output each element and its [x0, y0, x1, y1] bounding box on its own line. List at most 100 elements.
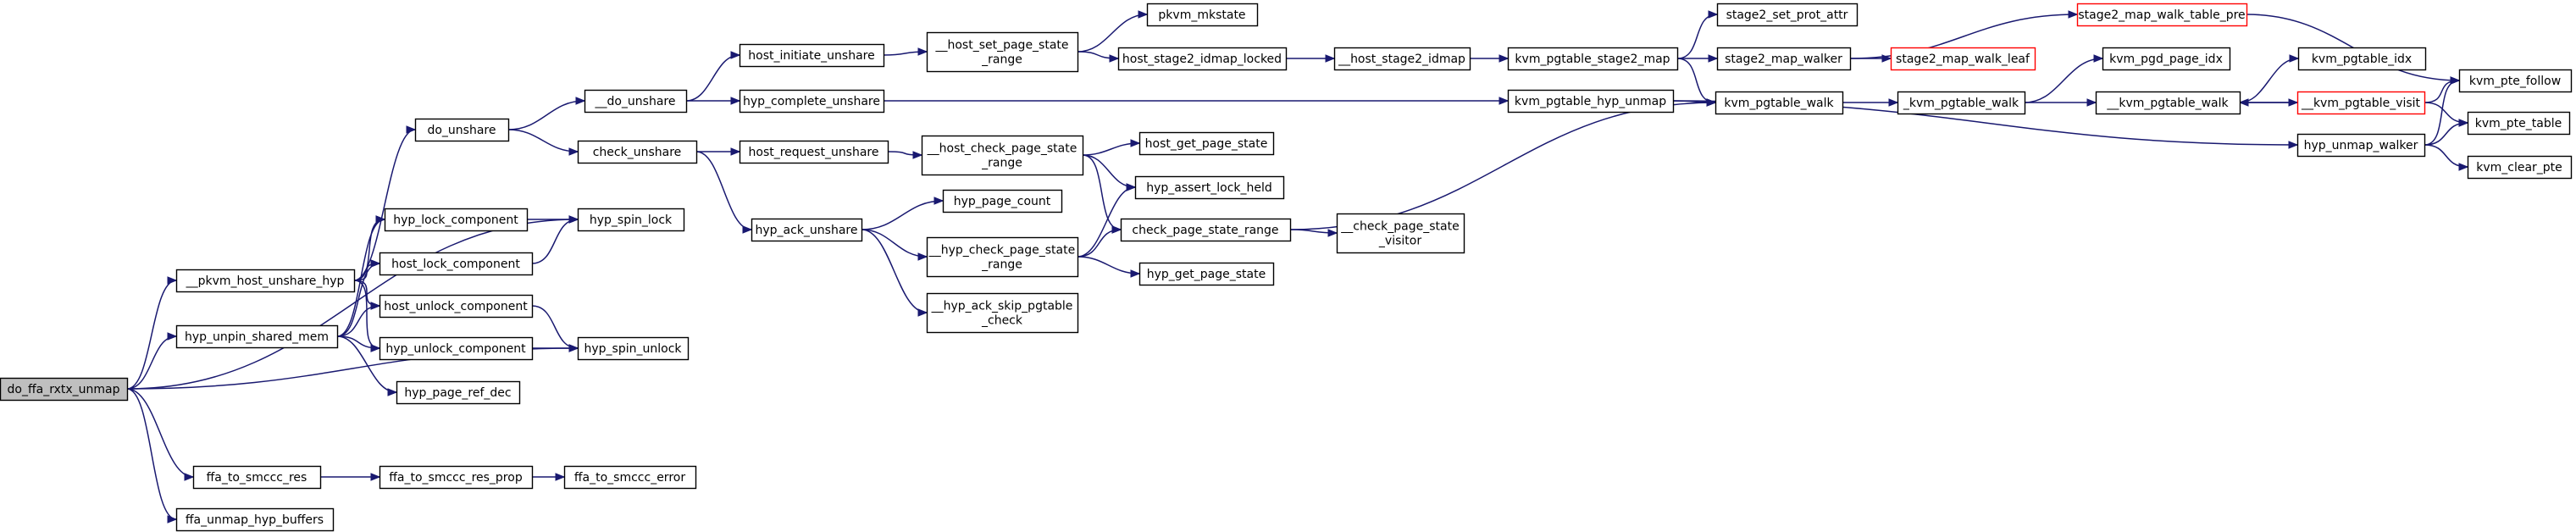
- node-label: host_stage2_idmap_locked: [1122, 53, 1282, 66]
- node-hyp-unpin-shared-mem[interactable]: hyp_unpin_shared_mem: [175, 324, 339, 349]
- edge-host-stage2-idmap-locked-to-host-stage2-idmap: [1286, 54, 1336, 63]
- edge-ffa-to-smccc-res-prop-to-ffa-to-smccc-error: [531, 473, 566, 481]
- node-check-page-state-range[interactable]: check_page_state_range: [1120, 218, 1292, 242]
- edge-line: [2424, 144, 2468, 168]
- node-hyp-unmap-walker[interactable]: hyp_unmap_walker: [2296, 133, 2426, 158]
- arrowhead: [1130, 269, 1141, 278]
- node-pkvm-host-unshare-hyp[interactable]: __pkvm_host_unshare_hyp: [175, 269, 356, 293]
- node-label: host_unlock_component: [384, 300, 528, 313]
- node-hyp-lock-component[interactable]: hyp_lock_component: [384, 208, 529, 232]
- arrowhead: [167, 332, 178, 341]
- node-box: [1333, 47, 1471, 71]
- node-box: [2102, 47, 2231, 71]
- node-label: hyp_spin_lock: [590, 213, 673, 227]
- node-box: [175, 507, 335, 532]
- node-hyp-ack-skip-pgtable-check[interactable]: __hyp_ack_skip_pgtable_check: [926, 292, 1079, 334]
- node-kvm-pgtable-hyp-unmap[interactable]: kvm_pgtable_hyp_unmap: [1507, 89, 1675, 114]
- node-hyp-unlock-component[interactable]: hyp_unlock_component: [379, 336, 534, 361]
- node-hyp-ack-unshare[interactable]: hyp_ack_unshare: [751, 218, 863, 242]
- node-kvm-pgtable-walk[interactable]: _kvm_pgtable_walk: [1897, 91, 2026, 115]
- node-box: [1138, 131, 1275, 156]
- edge-do-ffa-rxtx-unmap-to-ffa-to-smccc-res: [126, 388, 195, 481]
- node-kvm-pte-follow[interactable]: kvm_pte_follow: [2458, 69, 2573, 93]
- node-do-unshare[interactable]: __do_unshare: [584, 89, 688, 114]
- node-kvm-pgtable-visit[interactable]: __kvm_pgtable_visit: [2296, 91, 2426, 115]
- node-ffa-to-smccc-res[interactable]: ffa_to_smccc_res: [192, 465, 322, 490]
- node-kvm-pgtable-stage2-map[interactable]: kvm_pgtable_stage2_map: [1507, 47, 1679, 71]
- node-host-initiate-unshare[interactable]: host_initiate_unshare: [739, 43, 885, 68]
- arrowhead: [730, 97, 741, 105]
- edge-host-set-page-state-range-to-pkvm-mkstate: [1077, 10, 1149, 53]
- node-ffa-unmap-hyp-buffers[interactable]: ffa_unmap_hyp_buffers: [175, 507, 335, 532]
- node-host-stage2-idmap[interactable]: __host_stage2_idmap: [1333, 47, 1471, 71]
- node-do-ffa-rxtx-unmap[interactable]: do_ffa_rxtx_unmap: [0, 377, 129, 402]
- node-host-lock-component[interactable]: host_lock_component: [379, 252, 534, 276]
- node-kvm-pgtable-walk[interactable]: __kvm_pgtable_walk: [2095, 91, 2241, 115]
- node-host-unlock-component[interactable]: host_unlock_component: [379, 294, 534, 319]
- node-host-request-unshare[interactable]: host_request_unshare: [739, 140, 889, 164]
- node-hyp-spin-lock[interactable]: hyp_spin_lock: [577, 208, 685, 232]
- edge-line: [861, 229, 928, 313]
- node-stage2-set-prot-attr[interactable]: stage2_set_prot_attr: [1716, 3, 1859, 27]
- node-hyp-page-ref-dec[interactable]: hyp_page_ref_dec: [396, 380, 521, 405]
- node-host-check-page-state-range[interactable]: __host_check_page_state_range: [921, 135, 1084, 176]
- node-label: __host_set_page_state: [934, 39, 1068, 53]
- edge-hyp-ack-unshare-to-hyp-check-page-state-range: [861, 229, 928, 261]
- node-box: [1138, 262, 1275, 286]
- edge-line: [1077, 14, 1148, 53]
- node-box: [739, 140, 889, 164]
- node-label: hyp_get_page_state: [1147, 268, 1266, 281]
- arrowhead: [917, 252, 928, 261]
- node-do-unshare[interactable]: do_unshare: [414, 118, 510, 142]
- node-pkvm-mkstate[interactable]: pkvm_mkstate: [1146, 3, 1259, 27]
- arrowhead: [917, 308, 928, 317]
- arrowhead: [406, 125, 417, 134]
- node-kvm-pgd-page-idx[interactable]: kvm_pgd_page_idx: [2102, 47, 2231, 71]
- arrowhead: [1138, 10, 1149, 19]
- node-box: [175, 324, 339, 349]
- node-kvm-pte-table[interactable]: kvm_pte_table: [2467, 111, 2571, 136]
- edge-hyp-unpin-shared-mem-to-hyp-lock-component: [336, 215, 386, 337]
- node-hyp-page-count[interactable]: hyp_page_count: [942, 189, 1063, 213]
- arrowhead: [370, 259, 381, 268]
- node-check-unshare[interactable]: check_unshare: [577, 140, 698, 164]
- node-label: host_request_unshare: [749, 146, 879, 159]
- node-label: do_unshare: [427, 124, 496, 137]
- node-box: [1336, 213, 1465, 254]
- node-label: __do_unshare: [594, 95, 675, 108]
- node-label: stage2_map_walk_table_pre: [2078, 8, 2245, 22]
- arrowhead: [2450, 76, 2461, 85]
- arrowhead: [575, 97, 586, 105]
- edge-do-ffa-rxtx-unmap-to-pkvm-host-unshare-hyp: [126, 276, 178, 390]
- arrowhead: [2458, 163, 2469, 171]
- node-label: kvm_pte_follow: [2469, 75, 2561, 88]
- node-stage2-map-walk-leaf[interactable]: stage2_map_walk_leaf: [1890, 47, 2036, 71]
- node-kvm-pgtable-walk[interactable]: kvm_pgtable_walk: [1715, 91, 1844, 115]
- node-hyp-spin-unlock[interactable]: hyp_spin_unlock: [577, 336, 690, 361]
- node-label: hyp_unmap_walker: [2304, 139, 2418, 152]
- edge-do-unshare-to-do-unshare: [507, 97, 586, 130]
- node-hyp-get-page-state[interactable]: hyp_get_page_state: [1138, 262, 1275, 286]
- node-stage2-map-walk-table-pre[interactable]: stage2_map_walk_table_pre: [2076, 3, 2248, 27]
- node-host-stage2-idmap-locked[interactable]: host_stage2_idmap_locked: [1117, 47, 1288, 71]
- node-check-page-state-visitor[interactable]: __check_page_state_visitor: [1336, 213, 1465, 254]
- node-kvm-clear-pte[interactable]: kvm_clear_pte: [2467, 155, 2573, 180]
- node-box: [379, 465, 534, 490]
- node-host-get-page-state[interactable]: host_get_page_state: [1138, 131, 1275, 156]
- node-box: [2467, 111, 2571, 136]
- node-hyp-assert-lock-held[interactable]: hyp_assert_lock_held: [1134, 175, 1285, 200]
- edge-hyp-unpin-shared-mem-to-host-unlock-component: [336, 302, 381, 337]
- node-label: ffa_to_smccc_res: [207, 471, 307, 485]
- node-host-set-page-state-range[interactable]: __host_set_page_state_range: [926, 31, 1079, 73]
- edge-line: [126, 335, 177, 390]
- node-stage2-map-walker[interactable]: stage2_map_walker: [1716, 47, 1852, 71]
- node-ffa-to-smccc-res-prop[interactable]: ffa_to_smccc_res_prop: [379, 465, 534, 490]
- node-ffa-to-smccc-error[interactable]: ffa_to_smccc_error: [563, 465, 697, 490]
- node-kvm-pgtable-idx[interactable]: kvm_pgtable_idx: [2297, 47, 2427, 71]
- arrowhead: [370, 473, 381, 481]
- edge-hyp-unpin-shared-mem-to-hyp-page-ref-dec: [336, 335, 398, 396]
- node-hyp-check-page-state-range[interactable]: __hyp_check_page_state_range: [926, 236, 1079, 278]
- edge-line: [1676, 58, 1716, 103]
- node-hyp-complete-unshare[interactable]: hyp_complete_unshare: [739, 89, 885, 114]
